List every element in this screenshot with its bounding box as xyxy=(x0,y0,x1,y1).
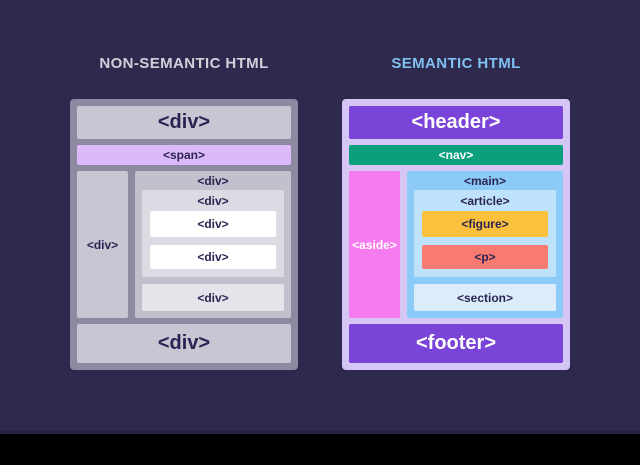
nonsemantic-main-box: <div> <div> <div> <div> <div> xyxy=(135,171,291,318)
nonsemantic-middle-row: <div> <div> <div> <div> <div> <div> xyxy=(77,171,291,318)
nonsemantic-main-label: <div> xyxy=(197,173,229,188)
semantic-main-label: <main> xyxy=(463,173,507,188)
nonsemantic-section-box: <div> xyxy=(142,284,284,311)
semantic-p-box: <p> xyxy=(422,245,548,269)
nonsemantic-layout-diagram: <div> <span> <div> <div> <div> <div> <di… xyxy=(70,99,298,370)
nonsemantic-p-box: <div> xyxy=(150,245,276,269)
semantic-main-box: <main> <article> <figure> <p> <section> xyxy=(407,171,563,318)
semantic-article-box: <article> <figure> <p> xyxy=(414,190,556,277)
semantic-header-box: <header> xyxy=(349,106,563,139)
semantic-section-box: <section> xyxy=(414,284,556,311)
comparison-columns: NON-SEMANTIC HTML <div> <span> <div> <di… xyxy=(70,55,570,370)
nonsemantic-article-box: <div> <div> <div> xyxy=(142,190,284,277)
nonsemantic-span-box: <span> xyxy=(77,145,291,165)
semantic-article-label: <article> xyxy=(460,193,510,208)
nonsemantic-sidebar-box: <div> xyxy=(77,171,128,318)
semantic-column: SEMANTIC HTML <header> <nav> <aside> <ma… xyxy=(342,55,570,370)
semantic-middle-row: <aside> <main> <article> <figure> <p> <s… xyxy=(349,171,563,318)
nonsemantic-title: NON-SEMANTIC HTML xyxy=(99,55,269,72)
semantic-aside-box: <aside> xyxy=(349,171,400,318)
nonsemantic-header-box: <div> xyxy=(77,106,291,139)
semantic-title: SEMANTIC HTML xyxy=(391,55,521,72)
diagram-stage: NON-SEMANTIC HTML <div> <span> <div> <di… xyxy=(0,0,640,434)
semantic-nav-box: <nav> xyxy=(349,145,563,165)
nonsemantic-column: NON-SEMANTIC HTML <div> <span> <div> <di… xyxy=(70,55,298,370)
semantic-layout-diagram: <header> <nav> <aside> <main> <article> … xyxy=(342,99,570,370)
semantic-footer-box: <footer> xyxy=(349,324,563,363)
nonsemantic-footer-box: <div> xyxy=(77,324,291,363)
semantic-figure-box: <figure> xyxy=(422,211,548,237)
nonsemantic-figure-box: <div> xyxy=(150,211,276,237)
nonsemantic-article-label: <div> xyxy=(197,193,229,208)
